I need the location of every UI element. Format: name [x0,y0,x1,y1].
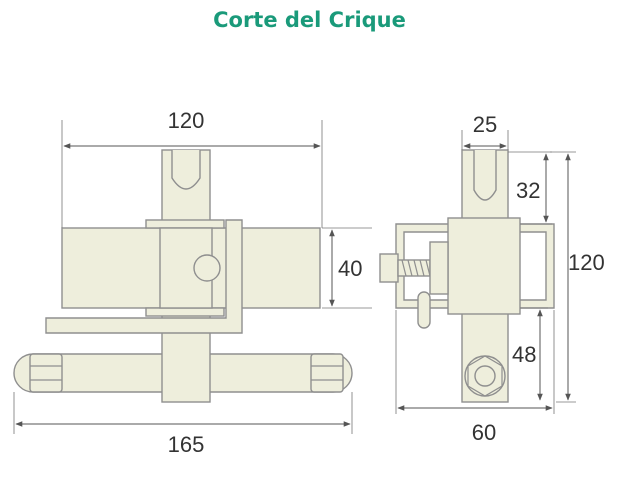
side-pin [417,291,431,329]
dimension-lines [13,120,576,434]
side-fork-slot [473,150,497,201]
center-bolt [193,254,221,282]
screw-head [379,253,399,283]
left-nut [29,353,63,393]
dimension-labels: 120 40 165 25 32 120 48 60 [168,108,605,457]
clamp-plate [429,241,449,295]
side-block [447,217,521,315]
l-arm [45,219,243,334]
dim-side-top-width: 25 [473,112,497,137]
dim-front-height: 40 [338,256,362,281]
dim-front-top-width: 120 [168,108,205,133]
dim-side-bottom-width: 60 [472,420,496,445]
lower-collar [145,307,225,317]
upper-collar [145,219,225,229]
side-view [379,149,555,403]
dim-side-total-height: 120 [568,250,605,275]
dim-side-lower-height: 48 [512,342,536,367]
dim-side-upper-height: 32 [516,178,540,203]
right-nut [310,353,344,393]
diagram-title: Corte del Crique [213,8,406,32]
dim-front-bottom-width: 165 [168,432,205,457]
screw-thread [397,259,431,277]
front-view [13,149,353,403]
fork-slot [171,150,201,190]
